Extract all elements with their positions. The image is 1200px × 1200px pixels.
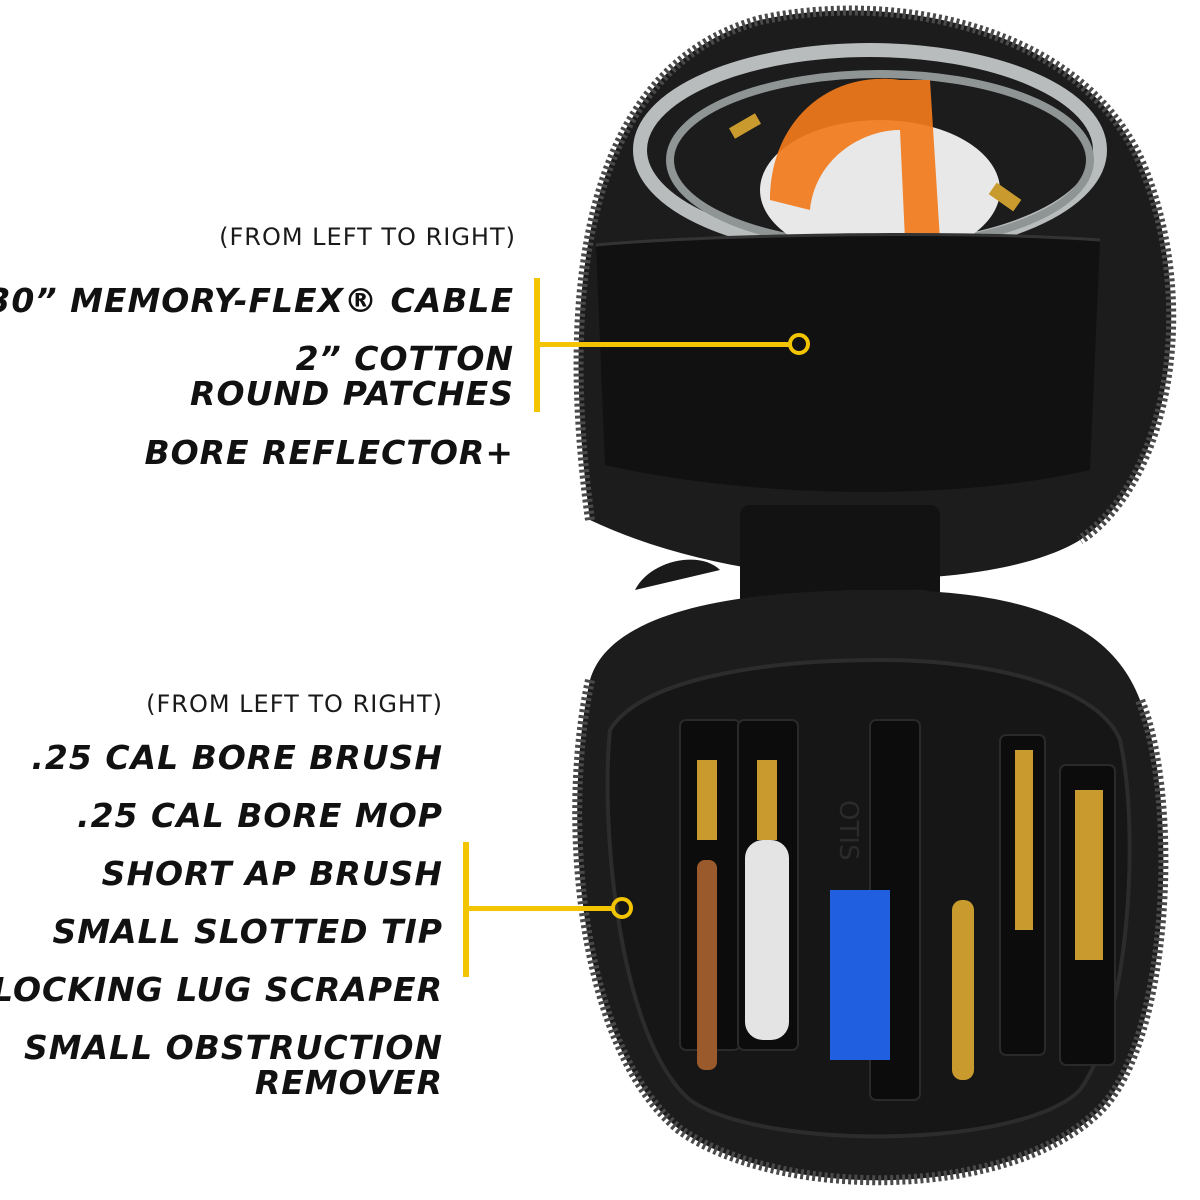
slotted-tip: [952, 900, 974, 1080]
zipper-lower: [572, 678, 1169, 1186]
label-obstruction-remover-line2: REMOVER: [254, 1063, 443, 1102]
top-bracket: [534, 278, 540, 412]
zipper-upper: [573, 5, 1177, 545]
label-ap-brush: SHORT AP BRUSH: [101, 854, 443, 893]
label-slotted-tip: SMALL SLOTTED TIP: [52, 912, 443, 951]
lug-scraper: [1015, 750, 1033, 930]
ap-brush: [830, 890, 890, 1060]
top-callout-dot: [788, 333, 810, 355]
label-bore-mop: .25 CAL BORE MOP: [77, 796, 443, 835]
lid-pocket: [596, 234, 1100, 492]
label-cotton-patches-line1: 2” COTTON: [295, 339, 514, 378]
bottom-callout-dot: [611, 897, 633, 919]
label-bore-reflector: BORE REFLECTOR+: [144, 433, 514, 472]
label-obstruction-remover-line1: SMALL OBSTRUCTION: [23, 1028, 443, 1067]
label-cotton-patches-line2: ROUND PATCHES: [190, 374, 514, 413]
label-bore-brush: .25 CAL BORE BRUSH: [31, 738, 443, 777]
bore-reflector: [770, 78, 940, 241]
top-order-note: (FROM LEFT TO RIGHT): [219, 223, 516, 251]
obstruction-remover: [1075, 790, 1103, 960]
bottom-leader-line: [469, 906, 613, 911]
top-leader-line: [540, 342, 790, 347]
bore-brush: [697, 860, 717, 1070]
tray-brand: OTIS: [833, 800, 863, 861]
bottom-order-note: (FROM LEFT TO RIGHT): [146, 690, 443, 718]
label-memory-flex-cable: 30” MEMORY-FLEX® CABLE: [0, 281, 514, 320]
label-lug-scraper: LOCKING LUG SCRAPER: [0, 970, 443, 1009]
bore-mop: [745, 840, 789, 1040]
bottom-bracket: [463, 842, 469, 977]
